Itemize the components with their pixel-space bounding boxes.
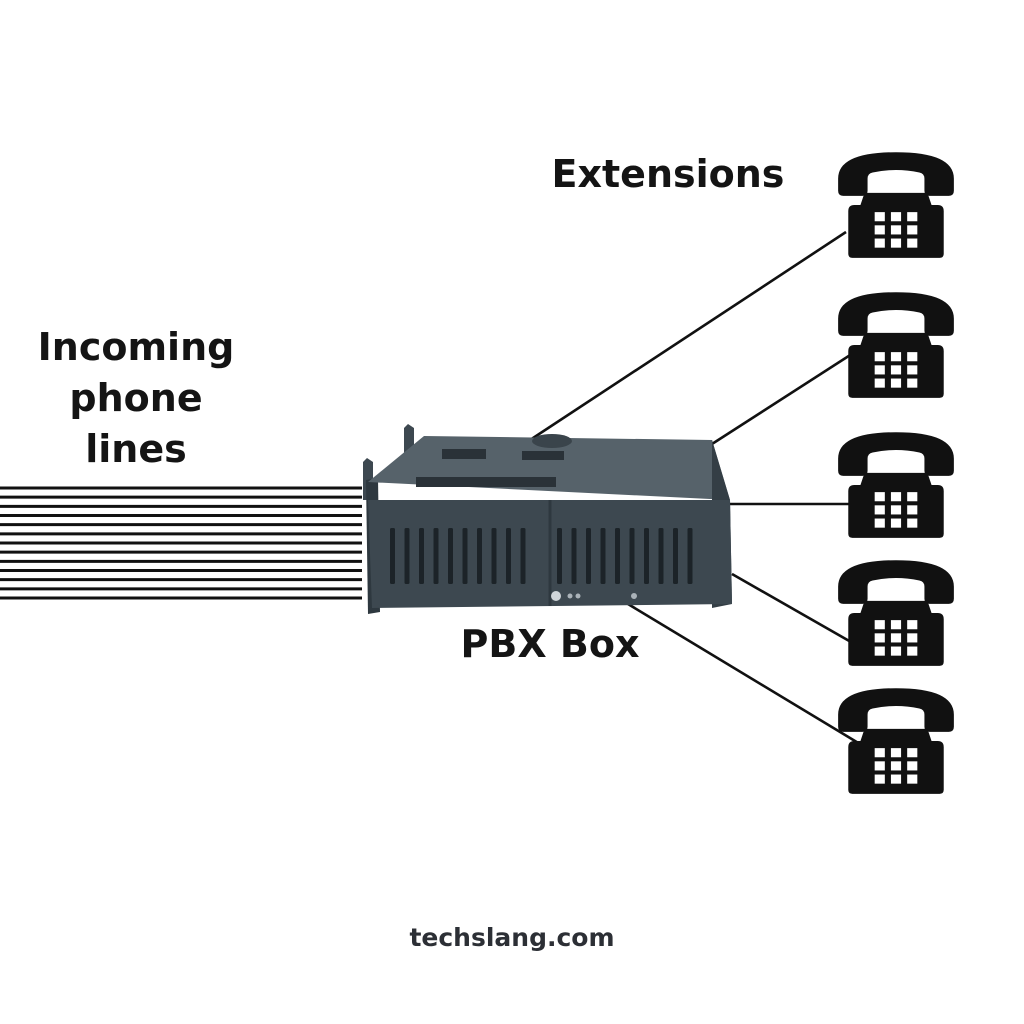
desk-telephone-icon — [838, 152, 954, 258]
extension-cables — [529, 230, 870, 746]
pbx-vent-slot — [520, 528, 526, 584]
pbx-vent-slot — [477, 528, 482, 584]
incoming-phone-lines-label: Incoming phone lines — [36, 322, 236, 475]
extension-phones — [838, 152, 954, 794]
pbx-vent-slot — [673, 528, 678, 584]
pbx-vent-slot — [404, 528, 410, 584]
pbx-vent-slot — [586, 528, 591, 584]
pbx-vent-slot — [462, 528, 468, 584]
pbx-box-label: PBX Box — [460, 622, 640, 666]
incoming-label-line-3: lines — [85, 427, 187, 471]
site-credit: techslang.com — [409, 923, 615, 952]
pbx-box-icon — [363, 424, 732, 614]
desk-telephone-icon — [838, 432, 954, 538]
incoming-label-line-2: phone — [69, 376, 203, 420]
pbx-vent-slot — [419, 528, 424, 584]
extension-cable-5 — [627, 602, 861, 746]
pbx-vent-slot — [629, 528, 635, 584]
extensions-label: Extensions — [551, 152, 785, 196]
pbx-vent-slot — [658, 528, 664, 584]
pbx-vent-slot — [615, 528, 620, 584]
pbx-vent-slot — [506, 528, 511, 584]
incoming-phone-lines — [0, 486, 362, 600]
pbx-vent-slot — [687, 528, 693, 584]
incoming-label-line-1: Incoming — [37, 325, 235, 369]
pbx-vent-slot — [600, 528, 606, 584]
pbx-vent-slot — [433, 528, 439, 584]
extension-cable-4 — [731, 572, 859, 648]
desk-telephone-icon — [838, 560, 954, 666]
pbx-vent-slot — [448, 528, 453, 584]
extension-cable-2 — [711, 348, 859, 446]
pbx-vent-slot — [557, 528, 562, 584]
pbx-vent-slot — [491, 528, 497, 584]
desk-telephone-icon — [838, 292, 954, 398]
pbx-vent-slot — [644, 528, 649, 584]
pbx-vent-slot — [571, 528, 577, 584]
extension-cable-1 — [529, 230, 847, 442]
pbx-vent-slot — [390, 528, 395, 584]
